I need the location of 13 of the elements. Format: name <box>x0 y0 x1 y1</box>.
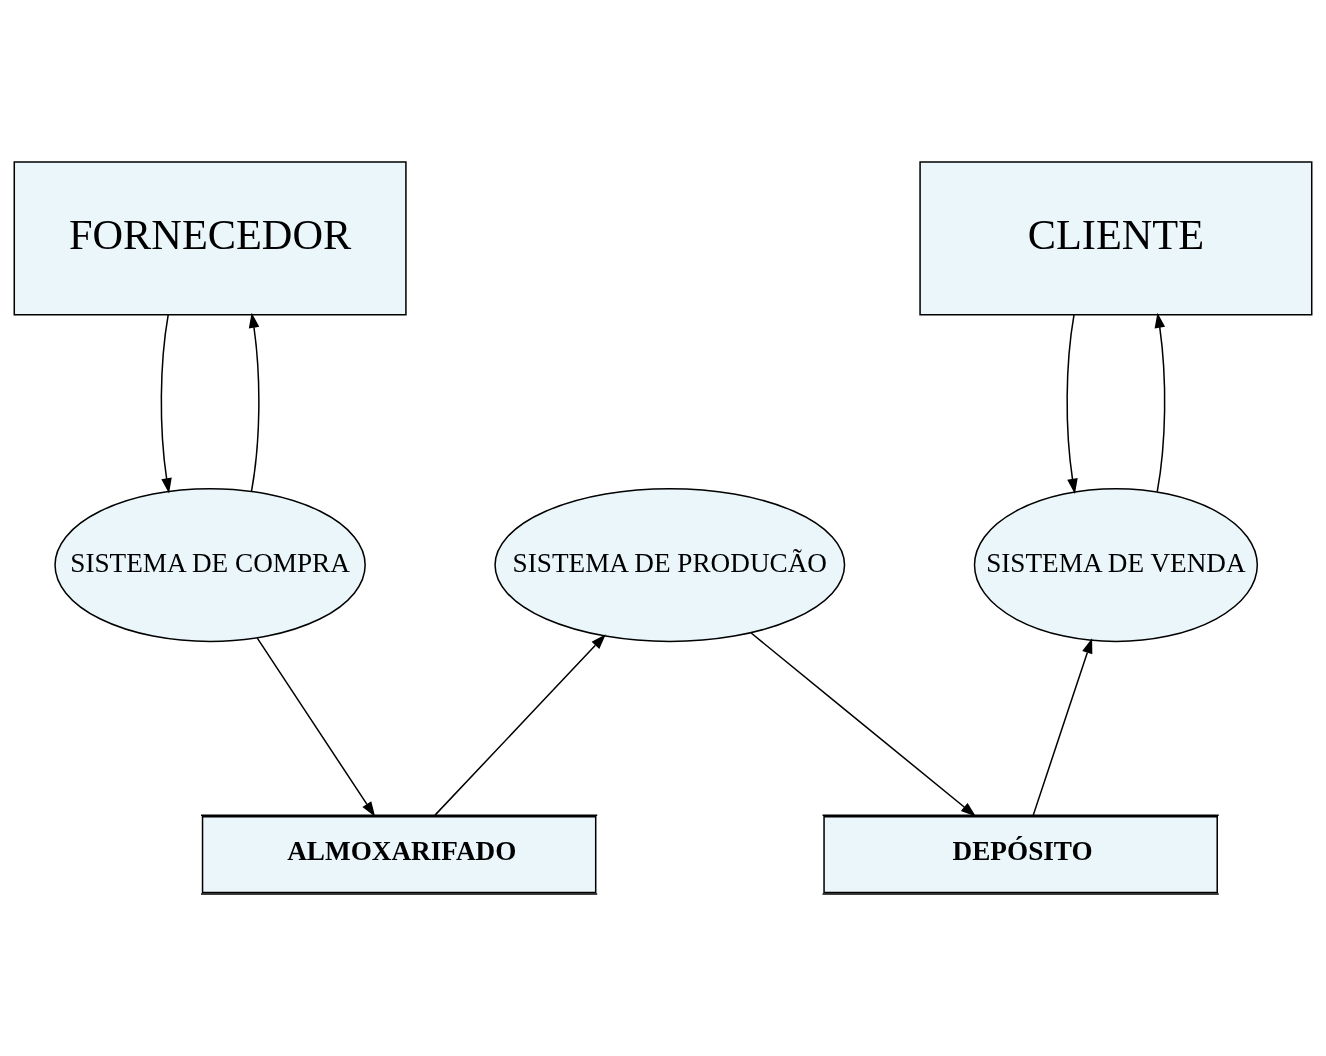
node-box: FORNECEDOR <box>13 161 407 316</box>
arrow <box>750 632 976 817</box>
arrow <box>1032 638 1093 816</box>
node-ellipse: SISTEMA DE VENDA <box>973 487 1259 643</box>
arrow <box>434 634 606 816</box>
arrow <box>160 314 172 494</box>
node-ellipse: SISTEMA DE COMPRA <box>54 487 366 643</box>
arrow <box>1154 312 1166 493</box>
node-box: CLIENTE <box>919 161 1313 316</box>
node-ellipse: SISTEMA DE PRODUCÃO <box>494 487 846 643</box>
arrow <box>248 312 260 492</box>
arrow <box>1066 314 1078 494</box>
arrow <box>256 637 376 817</box>
